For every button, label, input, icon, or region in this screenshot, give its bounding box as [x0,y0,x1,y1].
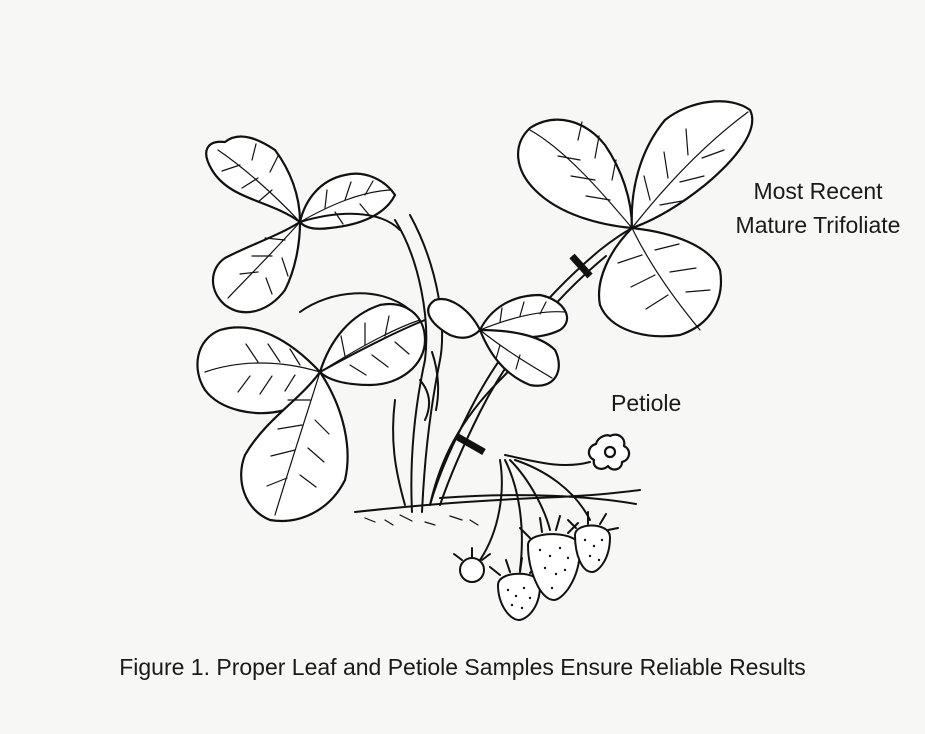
trifoliate-label-line2: Mature Trifoliate [718,208,918,242]
petiole-label: Petiole [611,390,681,417]
strawberries [454,512,618,620]
leaf-middle [428,295,567,386]
leaf-left [197,293,425,521]
leaf-upper-left [206,137,400,313]
trifoliate-label: Most Recent Mature Trifoliate [718,174,918,242]
trifoliate-label-line1: Most Recent [718,174,918,208]
strawberry-flower [505,435,629,470]
petiole-marker [456,436,484,452]
figure-caption: Figure 1. Proper Leaf and Petiole Sample… [0,654,925,681]
